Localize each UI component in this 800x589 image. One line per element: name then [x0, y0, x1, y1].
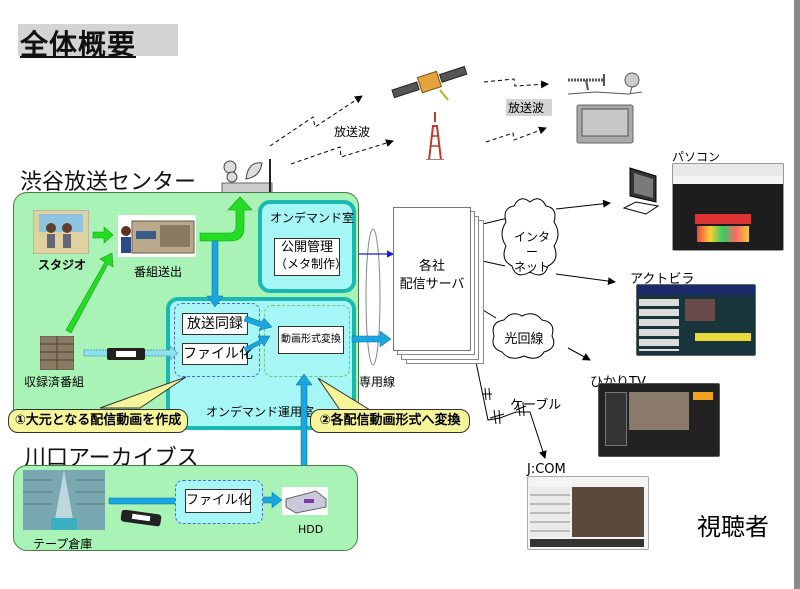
television-icon	[576, 104, 634, 144]
callout-create-master: ①大元となる配信動画を作成	[8, 409, 188, 433]
meta-production-label: （メタ制作）	[275, 257, 348, 271]
format-convert-box: 動画形式変換	[278, 326, 344, 354]
studio-image	[33, 210, 89, 254]
simul-record-box: 放送同録	[182, 313, 248, 335]
line-server-cable	[475, 361, 547, 459]
arrow-ops-server	[351, 330, 392, 348]
ondemand-room: オンデマンド室 公開管理 （メタ制作）	[258, 200, 356, 293]
fiber-cloud	[492, 313, 555, 359]
cable-label: ケーブル	[510, 398, 562, 413]
pc-label: パソコン	[672, 150, 721, 164]
page-right-border	[794, 0, 800, 589]
file-convert-box: ファイル化	[182, 343, 253, 365]
arrow-playout-simul	[206, 240, 224, 308]
recorded-programs-label: 収録済番組	[24, 375, 85, 389]
pc-icon	[622, 167, 660, 215]
ondemand-ops-room: 放送同録 ファイル化 動画形式変換 オンデマンド運用室	[166, 297, 356, 430]
satellite-icon	[391, 65, 468, 101]
hikari-tv-screenshot	[598, 383, 720, 457]
fiber-label: 光回線	[504, 332, 544, 347]
ops-room-title: オンデマンド運用室	[206, 405, 315, 419]
transmitter-dish-icon	[221, 159, 273, 194]
arrow-studio-playout	[92, 226, 114, 244]
line-internet-actvila	[555, 273, 616, 286]
arrow-playout-up	[199, 196, 253, 242]
ondemand-room-title: オンデマンド室	[270, 211, 355, 225]
line-internet-pc	[555, 199, 611, 210]
arrow-recorded-playout	[65, 252, 114, 334]
broadcast-wave-1	[269, 95, 363, 147]
callout-convert-formats: ②各配信動画形式へ変換	[310, 409, 470, 433]
playout-image	[118, 215, 196, 257]
shibuya-title: 渋谷放送センター	[20, 170, 197, 195]
broadcast-tower-icon	[426, 112, 444, 160]
video-tape-icon	[107, 348, 145, 360]
tape-warehouse-image	[23, 470, 105, 530]
hdd-icon	[282, 487, 328, 515]
internet-cloud	[501, 198, 559, 276]
broadcast-wave-label-2: 放送波	[506, 99, 553, 116]
dedicated-line-ellipse	[365, 228, 381, 366]
internet-label: インター ネット	[510, 230, 554, 275]
antenna-dish-icon	[567, 72, 643, 95]
publish-management-label: 公開管理	[280, 240, 333, 255]
line-fiber-hikari	[567, 347, 591, 361]
publish-management-box: 公開管理 （メタ制作）	[274, 238, 348, 276]
pc-screenshot	[672, 163, 784, 251]
tape-warehouse-label: テープ倉庫	[33, 537, 93, 551]
arrow-file-convert	[243, 335, 271, 353]
server-label-line1: 各社	[418, 259, 445, 274]
broadcast-wave-2	[290, 139, 394, 165]
kawaguchi-file-convert-box: ファイル化	[185, 489, 251, 513]
jcom-screenshot	[527, 476, 649, 550]
internet-label-line2: ネット	[513, 260, 550, 274]
arrow-simul-convert	[243, 315, 273, 331]
viewers-title: 視聴者	[697, 513, 769, 541]
actvila-screenshot	[636, 284, 756, 356]
playout-label: 番組送出	[134, 265, 183, 279]
page-title-text: 全体概要	[20, 28, 137, 61]
page-title: 全体概要	[18, 24, 178, 61]
server-label-line2: 配信サーバ	[399, 277, 465, 292]
hdd-label: HDD	[298, 523, 324, 536]
studio-label: スタジオ	[38, 258, 87, 272]
actvila-label: アクトビラ	[630, 272, 695, 287]
dedicated-line-label: 専用線	[359, 375, 396, 389]
broadcast-wave-3	[483, 78, 549, 89]
arrow-hdd-convert	[295, 373, 313, 479]
jcom-label: J:COM	[527, 462, 566, 477]
broadcast-wave-label-1: 放送波	[334, 125, 371, 139]
kawaguchi-tape-icon	[120, 510, 162, 527]
broadcast-wave-4	[485, 126, 547, 143]
recorded-programs-image	[40, 336, 74, 370]
internet-label-line1: インター	[513, 230, 550, 259]
distribution-server: 各社 配信サーバ	[393, 207, 471, 351]
